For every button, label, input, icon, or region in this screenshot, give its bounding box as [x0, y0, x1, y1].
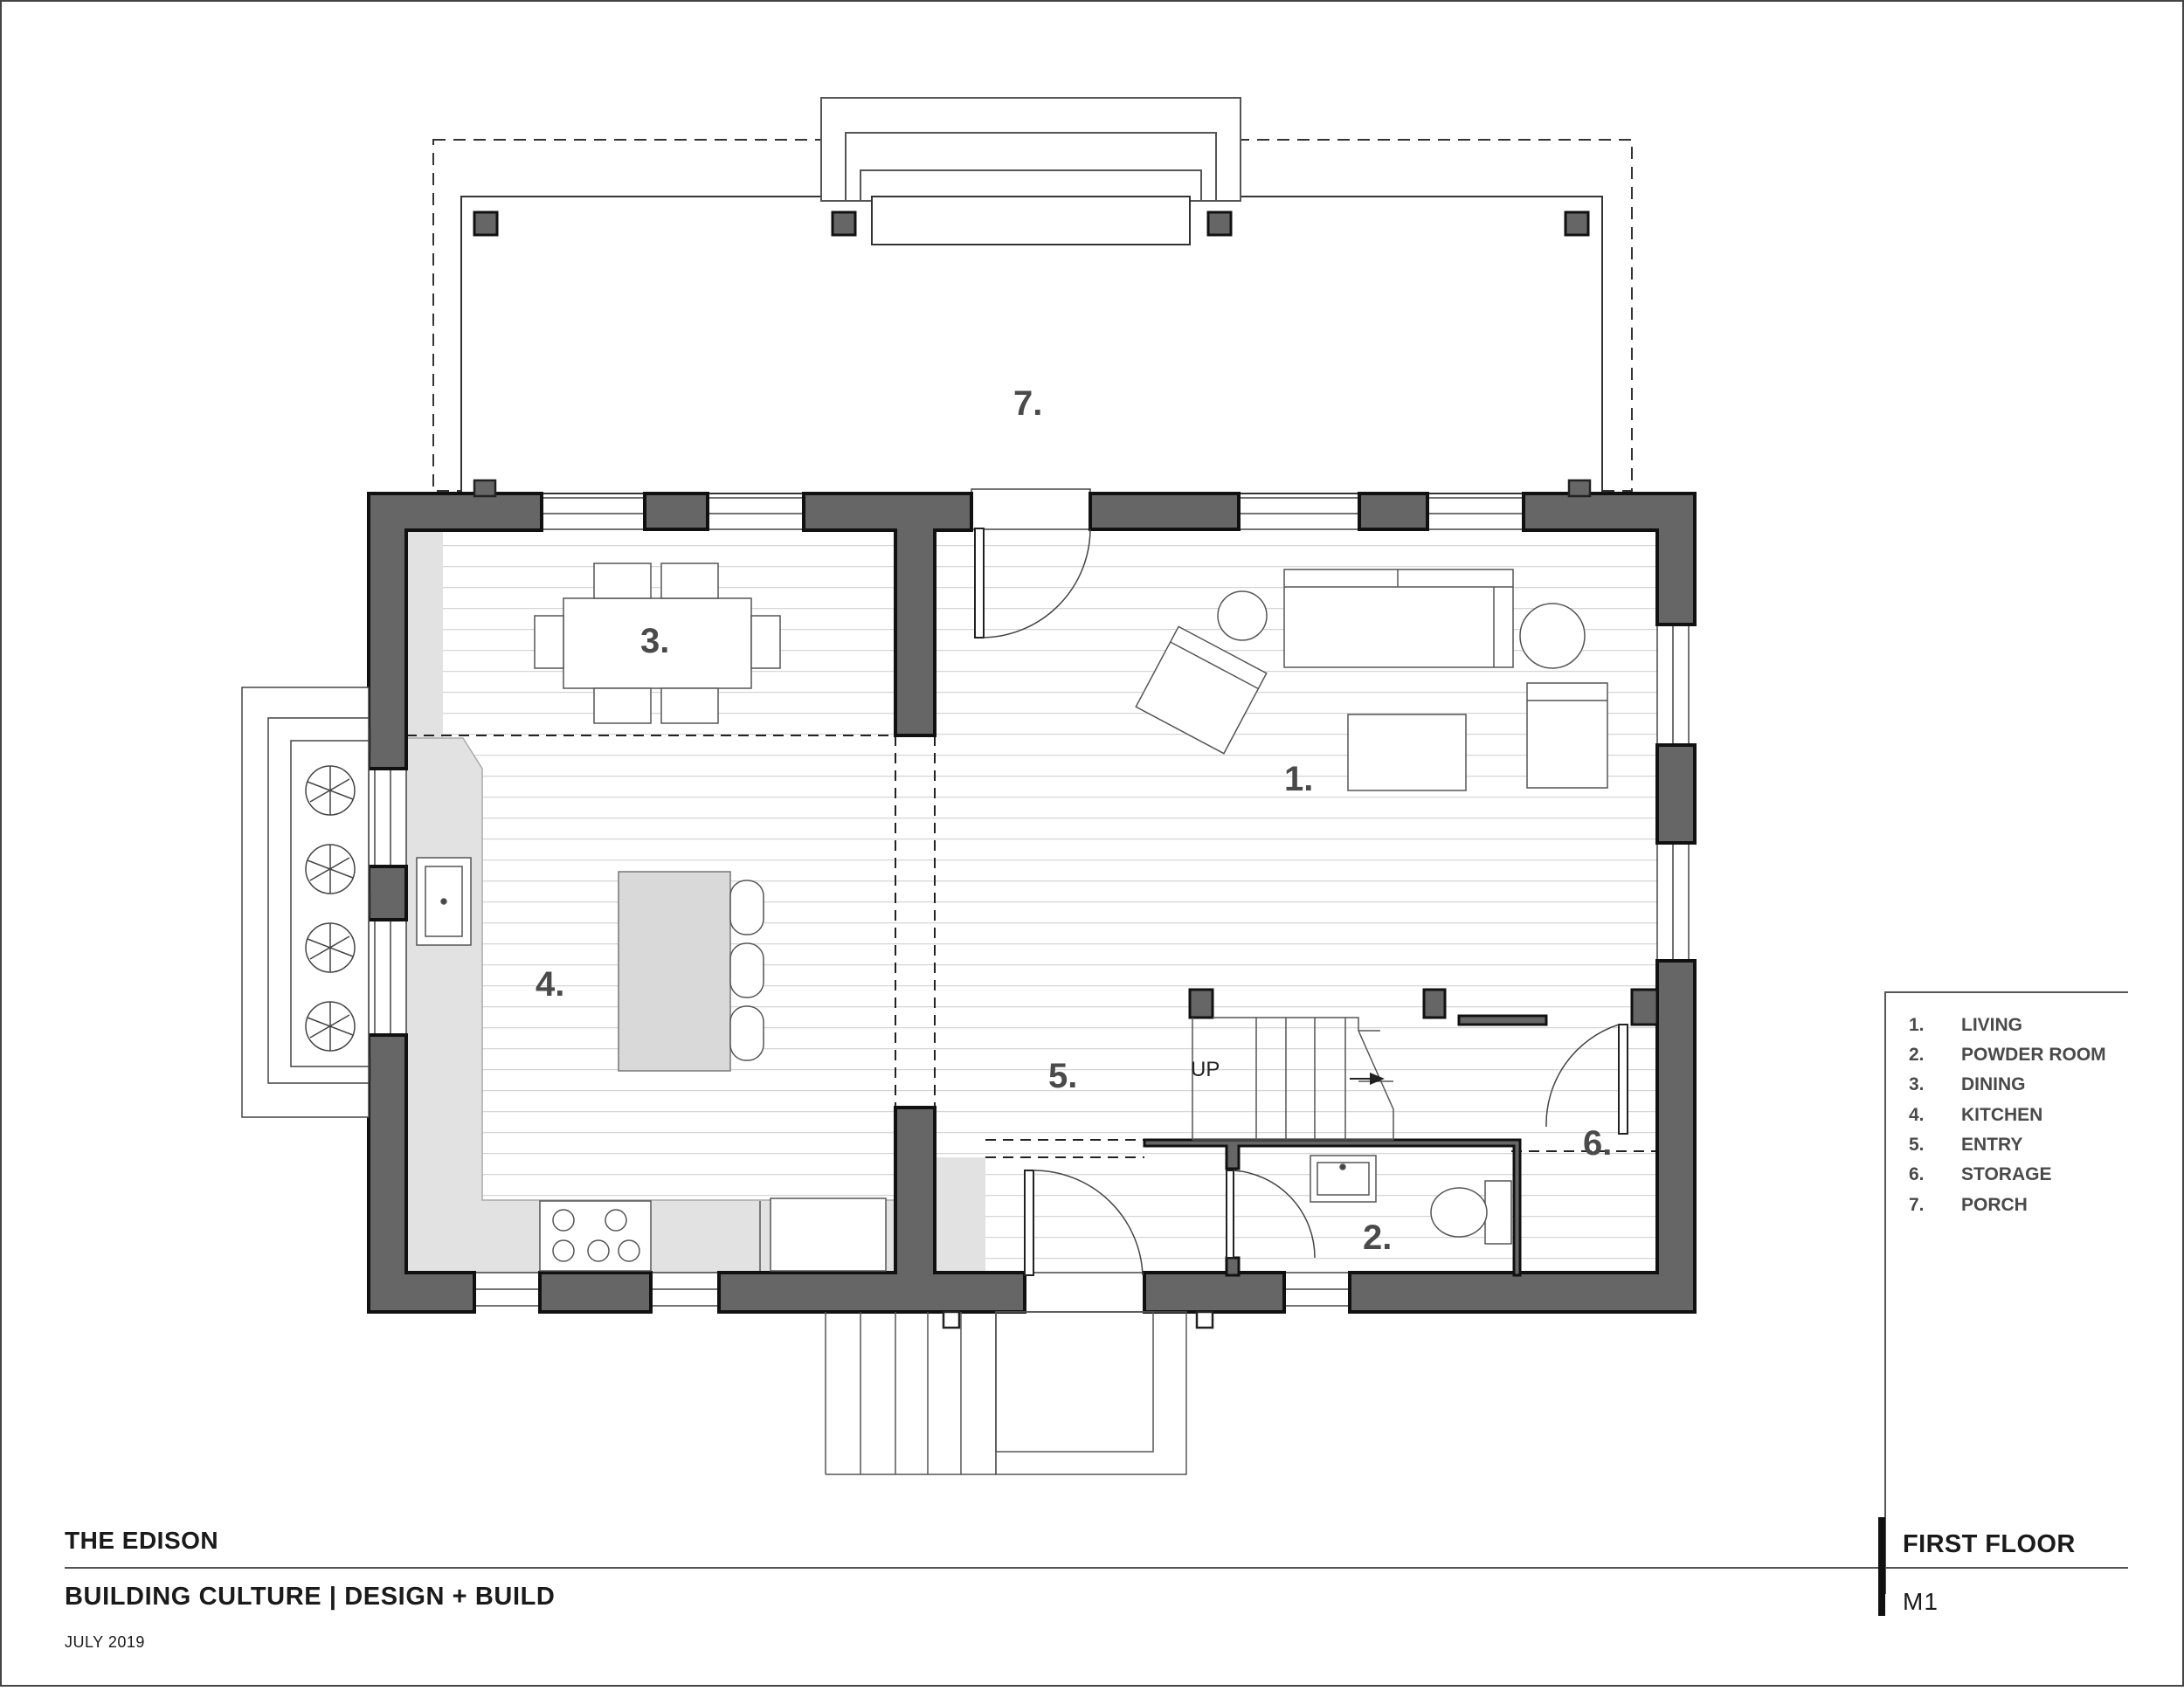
- room-label-living: 1.: [1284, 760, 1313, 798]
- side-table: [1519, 603, 1586, 669]
- porch-post: [831, 211, 857, 237]
- shrub-icon: [305, 1001, 356, 1052]
- legend-item-number: 7.: [1909, 1195, 1925, 1215]
- stair: [1192, 1017, 1394, 1141]
- room-label-powder-room: 2.: [1363, 1218, 1392, 1257]
- dining-wall-counter: [406, 530, 443, 738]
- wall-right-pier: [1655, 743, 1697, 845]
- lounge-chair: [1135, 625, 1268, 755]
- powder-room-fixtures: [1310, 1155, 1512, 1245]
- sheet-title-marker: [1878, 1517, 1885, 1616]
- wall-top-right: [1522, 492, 1697, 626]
- coffee-table: [1347, 714, 1467, 791]
- room-label-storage: 6.: [1583, 1124, 1612, 1163]
- wall-powder-room: [1143, 1138, 1522, 1277]
- drawing-date: JULY 2019: [65, 1633, 145, 1651]
- wall-pier: [1358, 492, 1429, 531]
- entry-counter: [935, 1157, 985, 1273]
- toilet-bowl: [1430, 1187, 1488, 1238]
- kitchen-island: [618, 871, 731, 1072]
- side-table: [1217, 590, 1268, 641]
- wall-bottom-right: [1348, 959, 1697, 1314]
- legend-item-name: ENTRY: [1961, 1135, 2023, 1155]
- legend-item-number: 1.: [1909, 1015, 1925, 1035]
- room-label-entry: 5.: [1048, 1057, 1077, 1095]
- porch-post: [473, 211, 499, 237]
- company-name: BUILDING CULTURE | DESIGN + BUILD: [65, 1583, 556, 1611]
- legend-item-name: KITCHEN: [1961, 1105, 2043, 1125]
- title-block-rule: [65, 1567, 2128, 1569]
- legend-item-name: DINING: [1961, 1074, 2026, 1094]
- porch-top-step: [871, 196, 1191, 245]
- room-label-dining: 3.: [640, 622, 669, 660]
- porch: [432, 97, 1633, 494]
- porch-deck: [460, 196, 1603, 494]
- legend-item-number: 3.: [1909, 1074, 1925, 1094]
- legend-item-name: LIVING: [1961, 1015, 2023, 1035]
- legend-border-top: [1884, 991, 2128, 993]
- legend-item-name: STORAGE: [1961, 1164, 2052, 1184]
- room-labels: 7. 3. 1. 4. 5. 6. 2.: [536, 384, 1612, 1257]
- stair-wall-post: [1630, 988, 1659, 1026]
- porch-roof-outline: [432, 139, 1633, 492]
- stair-up-label: UP: [1191, 1058, 1220, 1081]
- legend-item-number: 5.: [1909, 1135, 1925, 1155]
- wall-bottom-segment: [1143, 1271, 1286, 1314]
- legend-item-number: 2.: [1909, 1045, 1925, 1065]
- wall-top-dining-partition: [802, 492, 973, 737]
- wall-left-pier: [367, 865, 408, 921]
- back-steps: [825, 1311, 1187, 1475]
- refrigerator: [770, 1198, 887, 1272]
- wall-bottom-pier: [538, 1271, 653, 1314]
- porch-post: [1564, 211, 1590, 237]
- legend-item-number: 4.: [1909, 1105, 1925, 1125]
- shrub-icon: [305, 844, 356, 894]
- shrub-icon: [305, 922, 356, 973]
- porch-post: [1206, 211, 1233, 237]
- armchair: [1526, 682, 1608, 789]
- room-label-porch: 7.: [1013, 384, 1042, 423]
- wall-storage-stub: [1225, 1256, 1241, 1277]
- kitchen-fixtures: [416, 857, 887, 1272]
- room-division-lines: [406, 735, 1657, 1158]
- sofa: [1283, 569, 1514, 668]
- wall-pier: [643, 492, 709, 531]
- legend-item-name: PORCH: [1961, 1195, 2028, 1215]
- side-planter: [241, 687, 370, 1118]
- wall-top-segment: [1089, 492, 1241, 531]
- project-name: THE EDISON: [65, 1527, 219, 1554]
- living-furniture: [1135, 569, 1608, 791]
- stair-rail: [1457, 1014, 1548, 1026]
- sheet-title: FIRST FLOOR: [1903, 1530, 2076, 1558]
- dining-set: [534, 563, 781, 724]
- walls: [367, 492, 1697, 1314]
- shrub-icon: [305, 765, 356, 816]
- stair-wall-post: [1188, 988, 1214, 1019]
- dining-table: [563, 597, 752, 689]
- sheet-number: M1: [1903, 1588, 1939, 1615]
- wall-bottom-left: [367, 1033, 476, 1314]
- legend-item-name: POWDER ROOM: [1961, 1045, 2106, 1065]
- room-label-kitchen: 4.: [536, 965, 564, 1004]
- stair-wall-post: [1422, 988, 1447, 1019]
- doors: [974, 528, 1628, 1276]
- legend-item-number: 6.: [1909, 1164, 1925, 1184]
- wall-bottom-kitchen-partition: [717, 1106, 1026, 1314]
- toilet-tank: [1484, 1180, 1512, 1245]
- legend-border-left: [1884, 991, 1886, 1594]
